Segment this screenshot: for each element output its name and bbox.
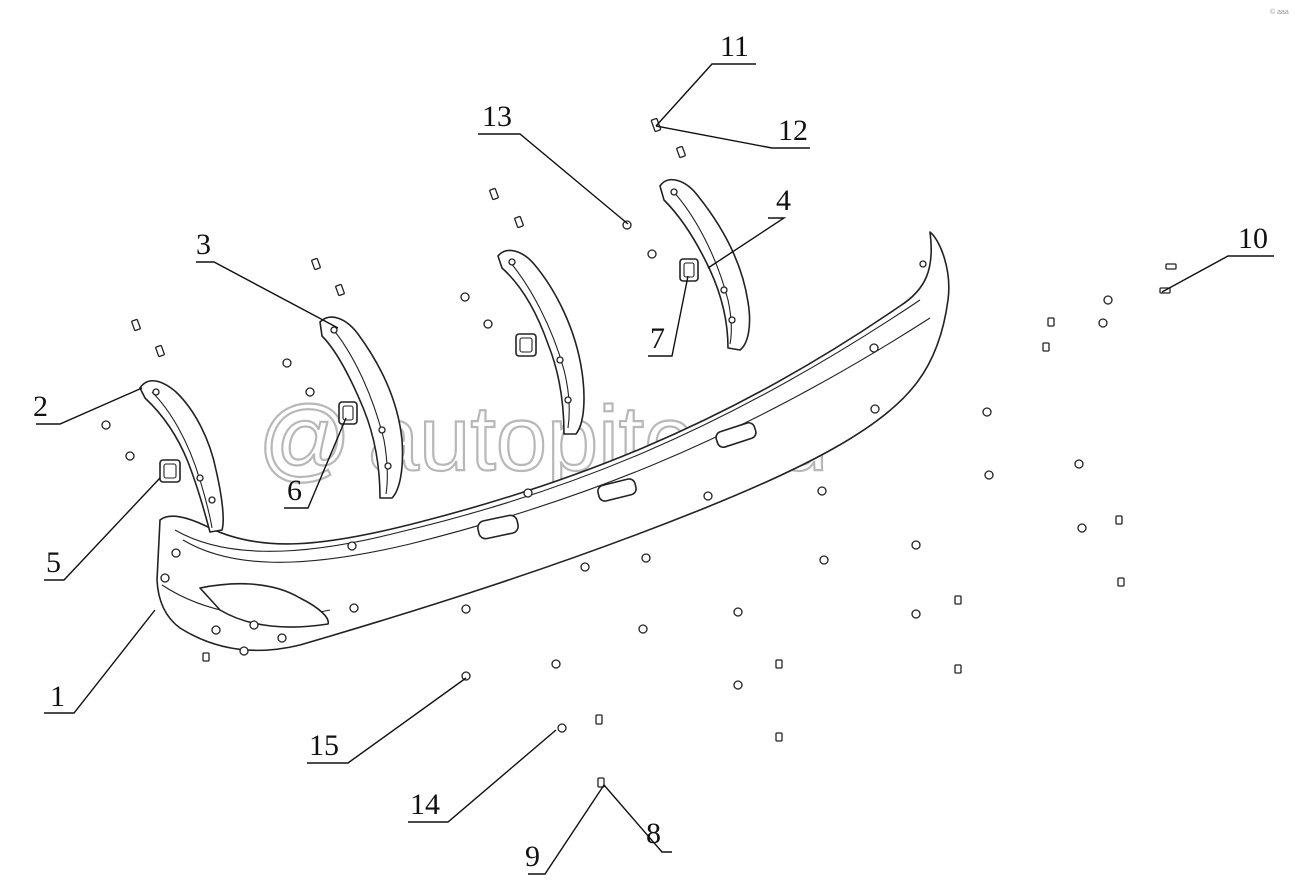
callout-2: 2 [33, 390, 48, 423]
callout-13: 13 [482, 100, 512, 133]
callout-14: 14 [410, 788, 440, 821]
callout-5: 5 [46, 546, 61, 579]
callout-12: 12 [778, 114, 808, 147]
bracket-4 [659, 178, 751, 351]
callout-7: 7 [650, 322, 665, 355]
callout-3: 3 [196, 228, 211, 261]
callout-9: 9 [525, 840, 540, 873]
callout-6: 6 [287, 474, 302, 507]
bracket-1 [497, 249, 585, 435]
callout-1: 1 [50, 680, 65, 713]
pad-5 [159, 459, 181, 483]
callout-4: 4 [776, 184, 791, 217]
callout-15: 15 [309, 729, 339, 762]
callout-labels: 1 2 3 4 5 6 7 8 9 10 11 12 13 14 15 [33, 30, 1268, 873]
bracket-2 [139, 380, 224, 533]
pad-extra [515, 333, 537, 357]
pad-6 [338, 401, 358, 425]
corner-mark: © ааа [1270, 8, 1289, 16]
bumper-body [156, 231, 950, 656]
fastener-hardware [101, 117, 1177, 788]
callout-11: 11 [720, 30, 749, 63]
callout-10: 10 [1238, 222, 1268, 255]
pad-7 [679, 258, 699, 282]
bracket-3 [319, 316, 404, 499]
leader-lines [36, 63, 1274, 875]
callout-8: 8 [646, 817, 661, 850]
